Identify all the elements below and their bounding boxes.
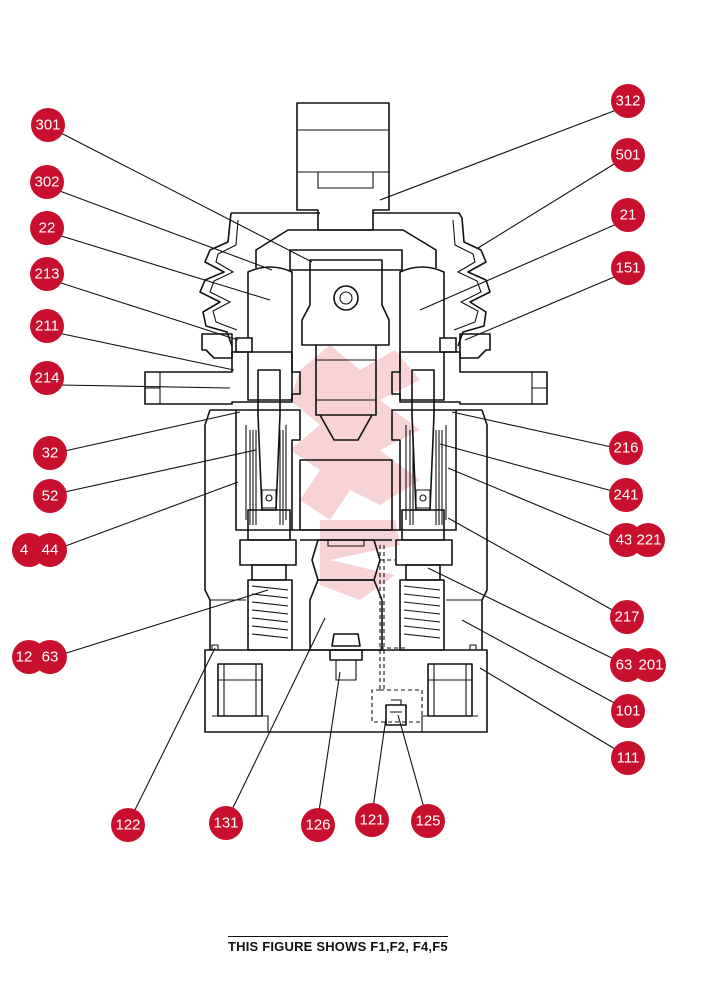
callout-211: 211: [30, 309, 64, 343]
svg-text:101: 101: [615, 703, 640, 720]
svg-text:151: 151: [615, 260, 640, 277]
figure-caption: THIS FIGURE SHOWS F1,F2, F4,F5: [228, 936, 448, 954]
svg-text:52: 52: [42, 488, 59, 505]
svg-text:44: 44: [42, 542, 59, 559]
callout-312: 312: [611, 84, 645, 118]
svg-text:21: 21: [620, 207, 637, 224]
callout-213: 213: [30, 257, 64, 291]
svg-text:22: 22: [39, 220, 56, 237]
callout-201: 201: [632, 648, 666, 682]
svg-text:111: 111: [617, 750, 640, 767]
callout-101: 101: [611, 694, 645, 728]
callout-241: 241: [609, 478, 643, 512]
svg-text:501: 501: [615, 147, 640, 164]
callout-302: 302: [30, 165, 64, 199]
callout-32: 32: [33, 436, 67, 470]
svg-text:131: 131: [213, 815, 238, 832]
svg-text:214: 214: [34, 370, 59, 387]
svg-text:217: 217: [614, 609, 639, 626]
svg-text:122: 122: [115, 817, 140, 834]
svg-text:221: 221: [636, 532, 661, 549]
callout-301: 301: [31, 108, 65, 142]
callout-217: 217: [610, 600, 644, 634]
svg-text:201: 201: [638, 657, 663, 674]
svg-text:312: 312: [615, 93, 640, 110]
callout-151: 151: [611, 251, 645, 285]
svg-text:213: 213: [34, 266, 59, 283]
callout-111: 111: [611, 741, 645, 775]
callout-126: 126: [301, 808, 335, 842]
svg-text:216: 216: [613, 440, 638, 457]
leader-lines: [56, 108, 621, 821]
svg-text:4: 4: [20, 542, 28, 559]
svg-text:301: 301: [35, 117, 60, 134]
callout-44: 44: [33, 533, 67, 567]
svg-text:125: 125: [415, 813, 440, 830]
callout-63-left: 63: [33, 640, 67, 674]
svg-text:302: 302: [34, 174, 59, 191]
callout-216: 216: [609, 431, 643, 465]
callout-121: 121: [355, 803, 389, 837]
callout-501: 501: [611, 138, 645, 172]
callout-122: 122: [111, 808, 145, 842]
svg-text:241: 241: [613, 487, 638, 504]
callout-221: 221: [631, 523, 665, 557]
svg-text:32: 32: [42, 445, 59, 462]
callout-214: 214: [30, 361, 64, 395]
callout-22: 22: [30, 211, 64, 245]
callout-125: 125: [411, 804, 445, 838]
svg-text:63: 63: [616, 657, 633, 674]
svg-text:121: 121: [359, 812, 384, 829]
valve-body-drawing: [144, 102, 548, 733]
callout-52: 52: [33, 479, 67, 513]
svg-text:211: 211: [35, 318, 59, 335]
callouts: 301 312 302 501 22 21 213 151 211 214 32…: [12, 84, 666, 842]
svg-text:12: 12: [16, 649, 33, 666]
svg-text:43: 43: [616, 532, 633, 549]
svg-text:63: 63: [42, 649, 59, 666]
callout-21: 21: [611, 198, 645, 232]
svg-text:126: 126: [305, 817, 330, 834]
callout-131: 131: [209, 806, 243, 840]
